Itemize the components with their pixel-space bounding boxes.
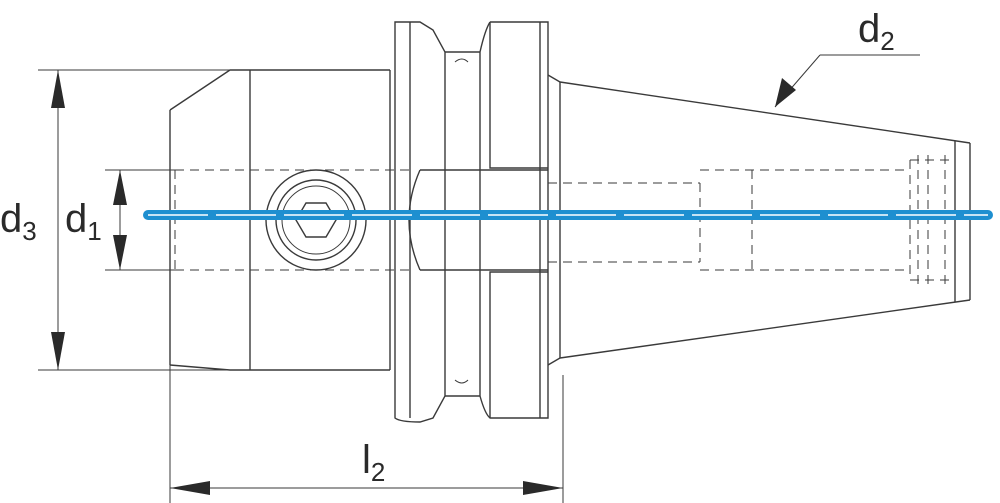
label-d2: d2 (858, 7, 895, 56)
dimension-l2 (169, 352, 564, 503)
label-l2: l2 (362, 438, 385, 487)
label-d1: d1 (65, 197, 102, 246)
label-d3: d3 (0, 197, 37, 246)
taper (547, 74, 971, 366)
dimension-d2 (774, 54, 920, 108)
dimension-d1 (105, 169, 175, 271)
flange (394, 21, 549, 423)
dimension-d3 (38, 69, 250, 371)
